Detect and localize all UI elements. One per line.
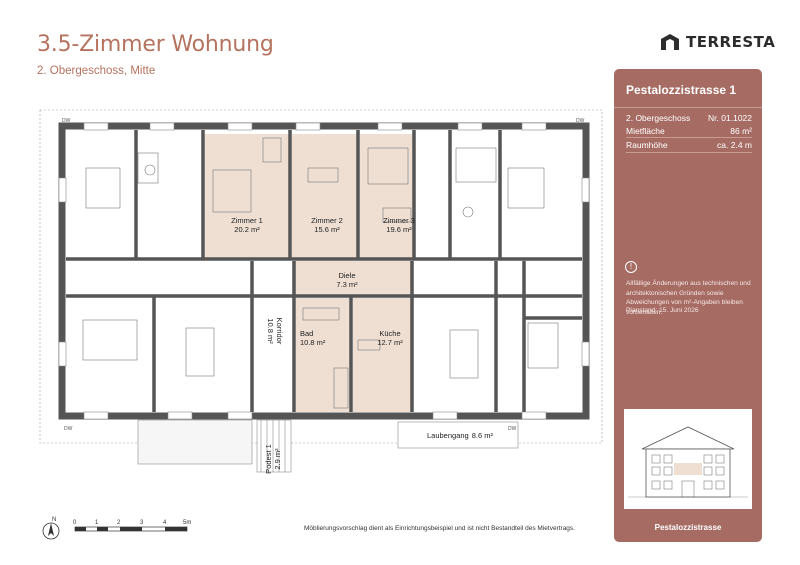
brand-logo: TERRESTA — [660, 33, 775, 51]
svg-text:1: 1 — [95, 520, 99, 526]
window-tag: DW — [576, 118, 585, 124]
building-thumbnail — [624, 409, 752, 509]
svg-text:5m: 5m — [183, 520, 191, 526]
brand-name: TERRESTA — [686, 33, 776, 51]
brand-mark-icon — [661, 34, 679, 50]
svg-text:3: 3 — [140, 520, 144, 526]
scale-bar: 0 1 2 3 4 5m — [73, 520, 191, 532]
panel-unit-number: Nr. 01.1022 — [708, 113, 752, 123]
svg-text:4: 4 — [163, 520, 167, 526]
svg-text:0: 0 — [73, 520, 77, 526]
furnishing-note: Möblierungsvorschlag dient als Einrichtu… — [304, 525, 575, 532]
page-subtitle: 2. Obergeschoss, Mitte — [37, 65, 156, 77]
window-tag: DW — [64, 426, 73, 432]
info-icon: ! — [625, 261, 637, 273]
svg-text:N: N — [52, 517, 56, 523]
page-title: 3.5-Zimmer Wohnung — [37, 32, 274, 57]
panel-floor: 2. Obergeschoss — [626, 113, 691, 123]
svg-text:2: 2 — [117, 520, 121, 526]
panel-floor-row: 2. Obergeschoss Nr. 01.1022 — [626, 113, 752, 123]
panel-row-divider — [626, 137, 752, 138]
panel-planstand: Planstand: 15. Juni 2026 — [626, 307, 699, 314]
panel-address: Pestalozzistrasse 1 — [626, 83, 737, 97]
panel-row-divider — [626, 152, 752, 153]
panel-disclaimer: Allfällige Änderungen aus technischen un… — [626, 280, 751, 316]
unit-highlight — [205, 134, 413, 412]
panel-divider — [614, 107, 762, 108]
panel-height-row: Raumhöhe ca. 2.4 m — [626, 140, 752, 150]
window-tag: DW — [62, 118, 71, 124]
floor-plan: DW DW DW DW — [39, 109, 603, 473]
panel-area-row: Mietfläche 86 m² — [626, 126, 752, 136]
info-panel: Pestalozzistrasse 1 2. Obergeschoss Nr. … — [614, 69, 762, 542]
window-tag: DW — [508, 426, 517, 432]
thumbnail-label: Pestalozzistrasse — [654, 523, 722, 532]
north-arrow-icon: N — [42, 517, 60, 540]
